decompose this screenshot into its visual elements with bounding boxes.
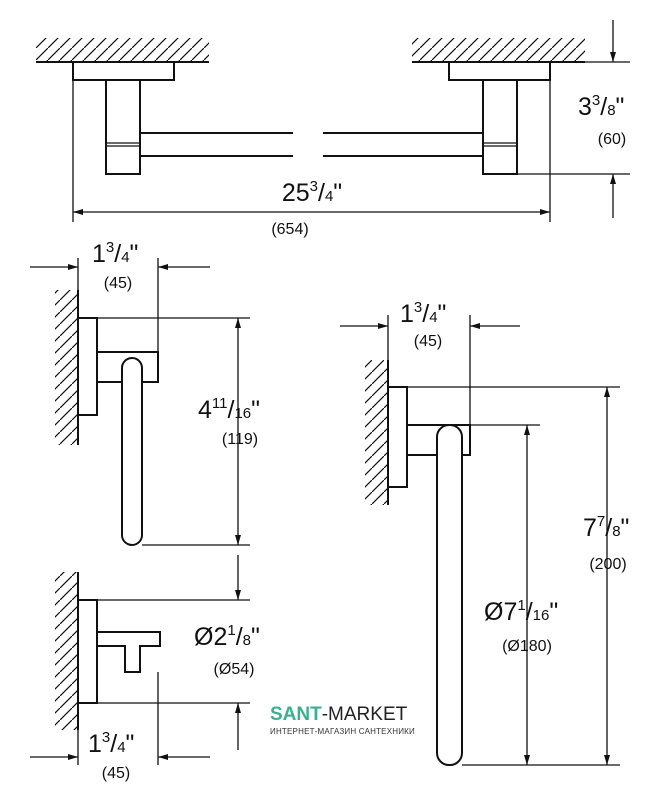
logo-brand-b: -MARKET bbox=[321, 704, 408, 725]
ring-holder-projection-dim: 13/4" bbox=[92, 239, 138, 268]
bar-projection-dim: 33/8" bbox=[578, 92, 624, 121]
sant-market-watermark: SANT-MARKET ИНТЕРНЕТ-МАГАЗИН САНТЕХНИКИ bbox=[270, 704, 415, 736]
bar-length-dim: 253/4" bbox=[282, 178, 342, 207]
ring-holder-drawing bbox=[30, 258, 250, 546]
hook-projection-dim: 13/4" bbox=[88, 729, 134, 758]
towel-ring-diameter-mm: (Ø180) bbox=[502, 638, 552, 655]
logo-brand-a: SANT bbox=[270, 704, 322, 725]
logo-tagline: ИНТЕРНЕТ-МАГАЗИН САНТЕХНИКИ bbox=[270, 727, 415, 736]
hook-diameter-dim: Ø21/8" bbox=[194, 622, 260, 651]
towel-ring-projection-dim: 13/4" bbox=[400, 299, 446, 328]
towel-ring-drawing bbox=[340, 315, 620, 766]
towel-ring-projection-mm: (45) bbox=[414, 333, 442, 350]
ring-holder-height-mm: (119) bbox=[222, 431, 258, 448]
towel-ring-height-mm: (200) bbox=[589, 556, 626, 573]
bar-projection-mm: (60) bbox=[598, 131, 626, 148]
towel-bar-drawing bbox=[36, 20, 630, 222]
hook-diameter-mm: (Ø54) bbox=[214, 661, 255, 678]
towel-ring-diameter-dim: Ø71/16" bbox=[484, 597, 558, 626]
hook-projection-mm: (45) bbox=[102, 765, 130, 782]
towel-ring-height-dim: 77/8" bbox=[583, 513, 629, 542]
ring-holder-projection-mm: (45) bbox=[104, 275, 132, 292]
ring-holder-height-dim: 411/16" bbox=[198, 395, 260, 424]
bar-length-mm: (654) bbox=[271, 221, 308, 238]
robe-hook-drawing bbox=[30, 555, 250, 765]
